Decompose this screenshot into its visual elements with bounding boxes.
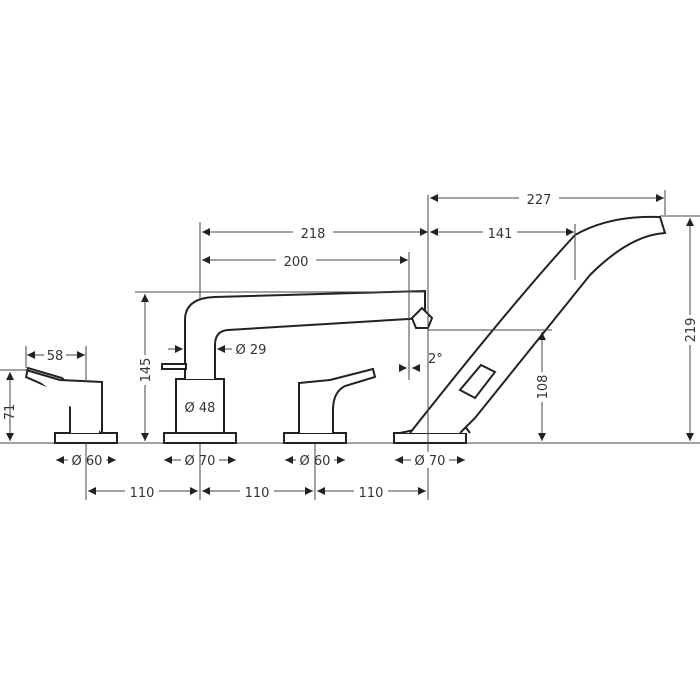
middle-handle bbox=[283, 367, 377, 444]
left-handle bbox=[24, 366, 118, 444]
dim-spacing-3: 110 bbox=[359, 486, 384, 501]
dim-141: 141 bbox=[488, 227, 513, 242]
dim-dia70-shower: Ø 70 bbox=[415, 454, 446, 469]
dim-dia60-left: Ø 60 bbox=[72, 454, 103, 469]
dim-218: 218 bbox=[301, 227, 326, 242]
hand-shower bbox=[393, 215, 667, 444]
spout bbox=[161, 289, 434, 444]
dim-108: 108 bbox=[536, 375, 551, 400]
dim-dia48: Ø 48 bbox=[185, 401, 216, 416]
dim-spacing-2: 110 bbox=[245, 486, 270, 501]
dim-200: 200 bbox=[284, 255, 309, 270]
dim-227: 227 bbox=[527, 193, 552, 208]
dim-58: 58 bbox=[47, 349, 64, 364]
dim-spacing-1: 110 bbox=[130, 486, 155, 501]
dim-angle: 2° bbox=[428, 352, 443, 367]
dim-219: 219 bbox=[684, 318, 699, 343]
dim-145: 145 bbox=[139, 358, 154, 383]
dim-71: 71 bbox=[3, 404, 18, 421]
dim-dia29: Ø 29 bbox=[236, 343, 267, 358]
